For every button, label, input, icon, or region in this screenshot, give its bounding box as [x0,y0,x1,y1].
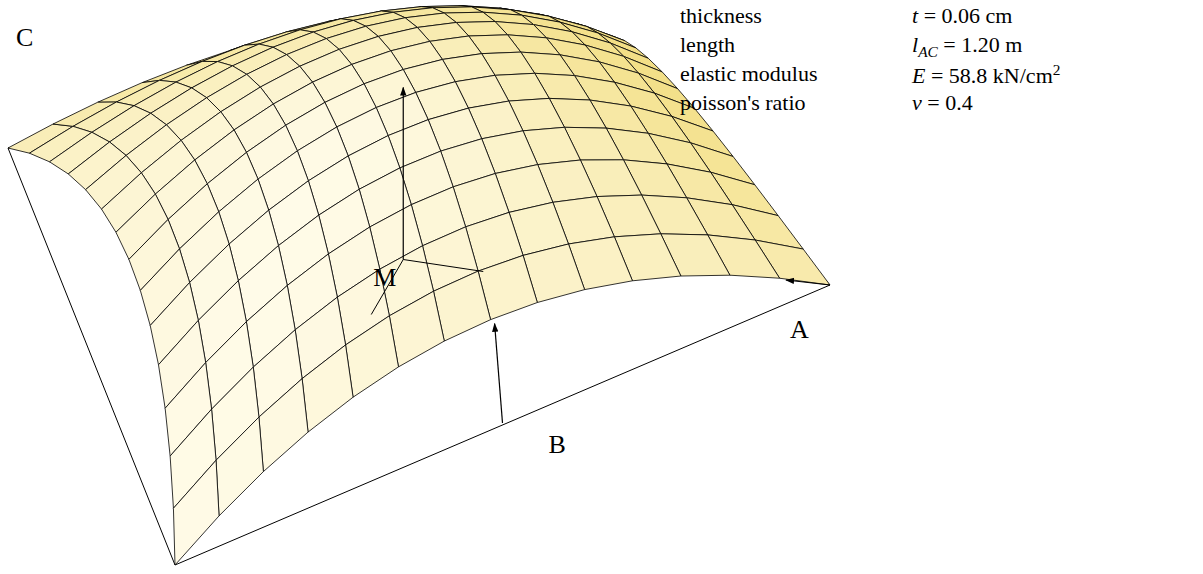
shell-mesh-cell [346,316,399,397]
shell-mesh-cell [302,345,353,432]
parameter-name: poisson's ratio [680,91,806,115]
shell-mesh-cell [173,460,219,565]
corner-arrow [786,280,830,285]
axis-line [371,260,403,315]
parameter-name: thickness [680,4,762,28]
shell-mesh-cell [259,379,308,472]
point-label: B [549,431,566,460]
point-label: A [790,316,809,345]
parameter-value: lAC = 1.20 m [912,33,1022,61]
parameter-value: ν = 0.4 [912,91,973,115]
axis-line [403,260,483,272]
shell-mesh-cell [389,291,444,367]
point-label: M [373,264,396,293]
edge-arrow [495,324,503,423]
base-outline [8,40,830,565]
center-arrow [403,88,404,260]
point-label: C [16,24,33,53]
parameter-value: t = 0.06 cm [912,4,1012,28]
parameter-name: length [680,33,735,57]
parameter-name: elastic modulus [680,62,817,86]
parameter-value: E = 58.8 kN/cm2 [912,62,1060,89]
shell-mesh-cell [216,417,263,516]
